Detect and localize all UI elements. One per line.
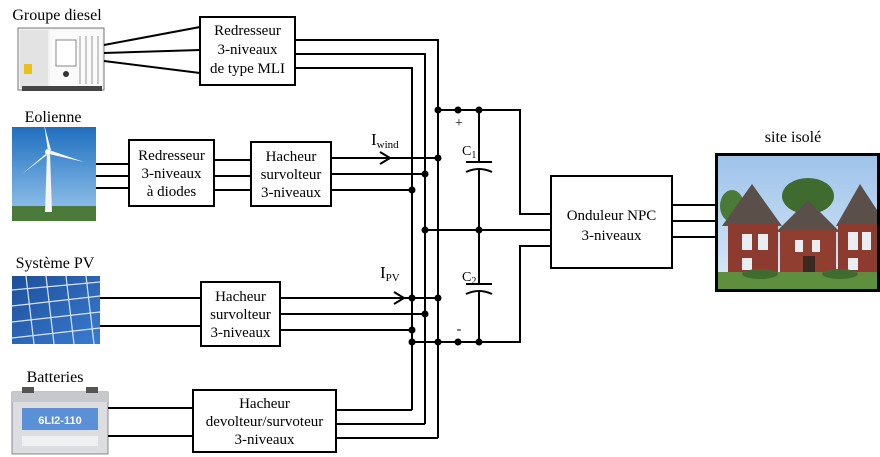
rectifier-diodes-line-1: Redresseur — [138, 148, 205, 164]
diesel-generator-image — [17, 27, 105, 91]
minus-sign: - — [457, 322, 462, 337]
buck-boost-line-1: Hacheur — [239, 396, 290, 412]
boost-wind-line-3: 3-niveaux — [261, 185, 321, 201]
rectifier-diodes-line-3: à diodes — [147, 184, 197, 200]
plus-sign: + — [455, 116, 463, 131]
npc-inverter-line-1: Onduleur NPC — [567, 208, 657, 224]
rectifier-mli-line-3: de type MLI — [210, 61, 285, 77]
boost-pv-line-2: survolteur — [210, 307, 271, 323]
battery-panel-text: 6LI2-110 — [38, 415, 81, 427]
pv-label: Système PV — [16, 255, 95, 272]
i-pv-arrow — [393, 291, 406, 305]
pv-panel-image — [11, 275, 101, 345]
rectifier-diodes-block: Redresseur 3-niveaux à diodes — [128, 139, 215, 207]
c2-label: C2 — [462, 270, 476, 287]
diesel-label: Groupe diesel — [12, 7, 102, 24]
npc-inverter-block: Onduleur NPC 3-niveaux — [550, 175, 673, 269]
rectifier-diodes-line-2: 3-niveaux — [142, 166, 202, 182]
junction-dots — [408, 106, 483, 346]
c1-label: C1 — [462, 144, 476, 161]
npc-inverter-line-2: 3-niveaux — [582, 228, 642, 244]
boost-pv-block: Hacheur survolteur 3-niveaux — [200, 281, 281, 347]
i-pv-label: IPV — [380, 263, 400, 284]
battery-label: Batteries — [27, 369, 84, 386]
buck-boost-battery-block: Hacheur devolteur/survoteur 3-niveaux — [192, 389, 337, 453]
buck-boost-line-2: devolteur/survoteur — [206, 414, 323, 430]
boost-wind-block: Hacheur survolteur 3-niveaux — [250, 141, 332, 207]
wind-turbine-image — [12, 124, 96, 221]
boost-wind-line-2: survolteur — [261, 167, 322, 183]
capacitor-c2 — [465, 283, 493, 295]
rectifier-mli-block: Redresseur 3-niveaux de type MLI — [199, 16, 296, 86]
buck-boost-line-3: 3-niveaux — [235, 432, 295, 448]
i-wind-arrow — [379, 151, 392, 165]
isolated-house-image — [715, 153, 880, 292]
rectifier-mli-line-2: 3-niveaux — [218, 42, 278, 58]
boost-wind-line-1: Hacheur — [266, 149, 317, 165]
boost-pv-line-3: 3-niveaux — [211, 325, 271, 341]
load-label: site isolé — [765, 129, 821, 146]
rectifier-mli-line-1: Redresseur — [214, 23, 281, 39]
battery-image: 6LI2-110 — [11, 387, 109, 455]
i-wind-label: Iwind — [371, 130, 399, 151]
wiring — [96, 26, 715, 439]
capacitor-c1 — [465, 161, 493, 173]
wind-label: Eolienne — [25, 109, 82, 126]
boost-pv-line-1: Hacheur — [215, 289, 266, 305]
